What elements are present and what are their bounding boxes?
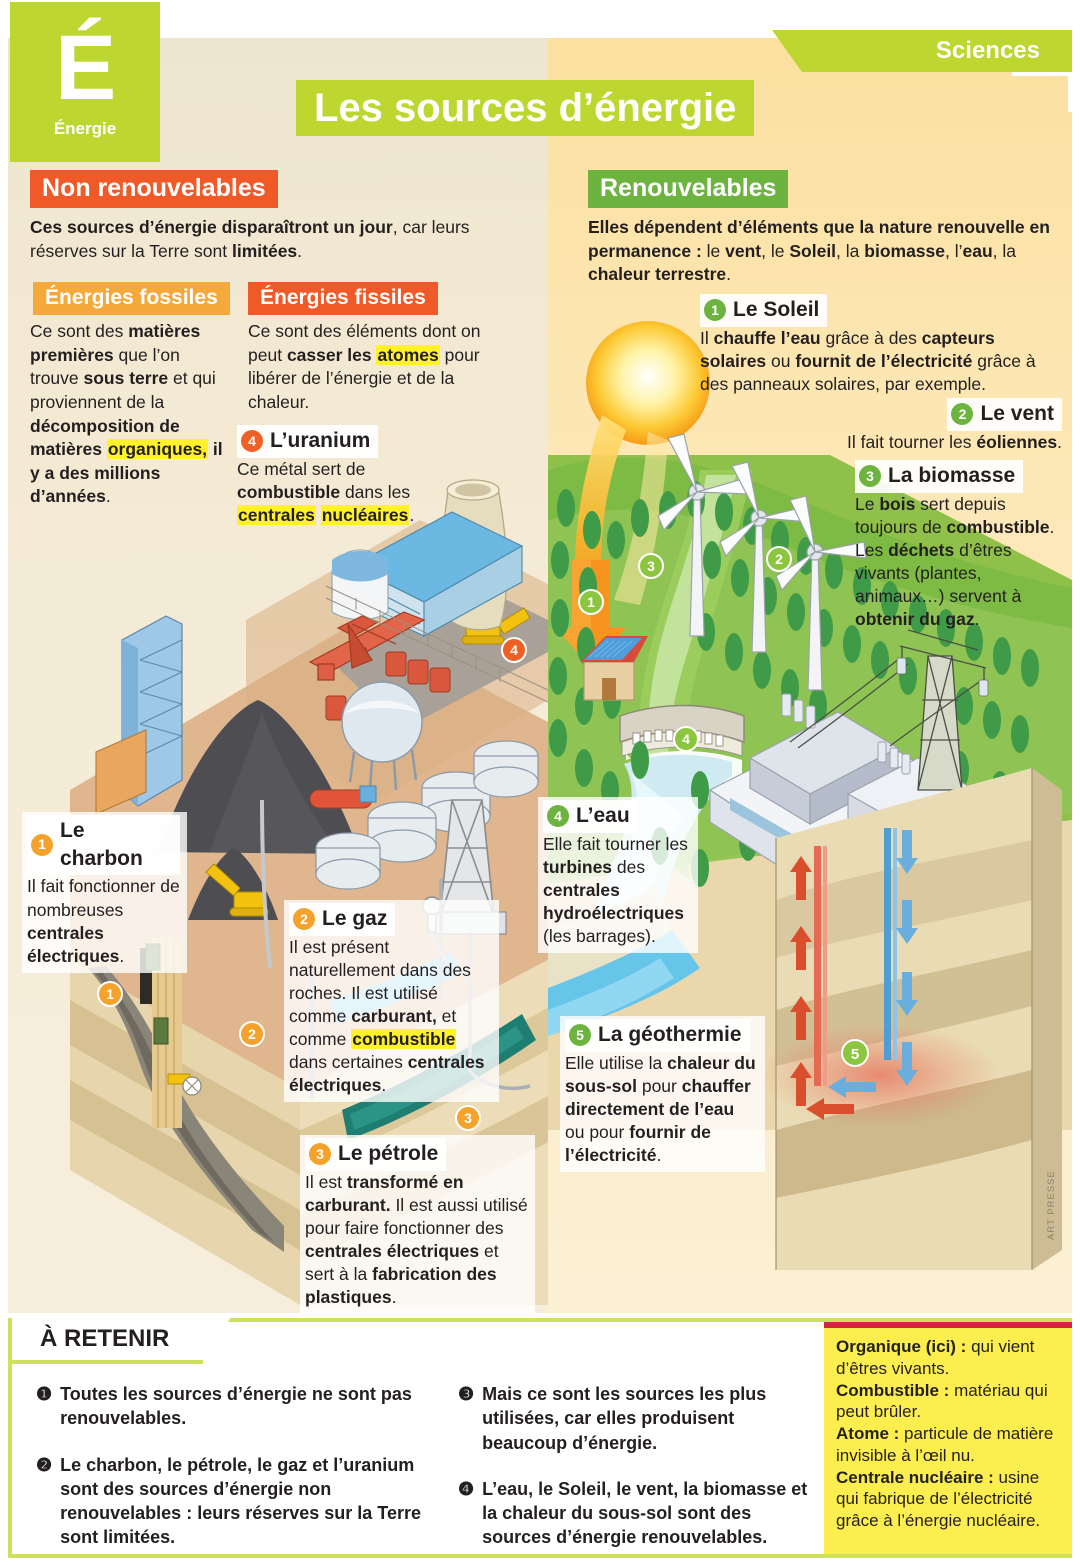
summary-column-2: ❸ Mais ce sont les sources les plus util… <box>442 1374 822 1565</box>
glossary-entry: Organique (ici) : qui vient d’êtres viva… <box>836 1336 1062 1380</box>
section-badge-renewable: Renouvelables <box>588 170 789 208</box>
callout-soleil-body: Il chauffe l’eau grâce à des capteurs so… <box>700 327 1036 394</box>
text-fissiles: Ce sont des éléments dont on peut casser… <box>248 321 481 412</box>
callout-vent-title: 2 Le vent <box>947 398 1062 431</box>
callout-petrole: 3 Le pétrole Il est transformé en carbur… <box>300 1135 535 1315</box>
summary-item-text: Mais ce sont les sources les plus utilis… <box>482 1384 767 1453</box>
subsection-badge-fissiles: Énergies fissiles <box>248 282 438 315</box>
callout-geothermie: 5 La géothermie Elle utilise la chaleur … <box>560 1016 765 1173</box>
section-badge-non-renewable: Non renouvelables <box>30 170 278 208</box>
callout-geothermie-body: Elle utilise la chaleur du sous-sol pour… <box>565 1052 756 1166</box>
callout-petrole-body: Il est transformé en carburant. Il est a… <box>305 1171 528 1308</box>
badge-label-non-renewable: Non renouvelables <box>30 170 278 208</box>
callout-eau-title: 4 L’eau <box>543 800 638 833</box>
callout-vent-title-text: Le vent <box>980 402 1054 425</box>
callout-biomasse-body: Le bois sert depuis toujours de combusti… <box>855 493 1055 630</box>
glossary-term: Organique (ici) : <box>836 1337 967 1356</box>
callout-biomasse-title: 3 La biomasse <box>855 460 1024 493</box>
badge-label-fossiles: Énergies fossiles <box>33 282 230 315</box>
category-tab-sciences: Sciences <box>772 30 1072 72</box>
callout-soleil-number: 1 <box>704 298 726 321</box>
summary-columns: ❶ Toutes les sources d’énergie ne sont p… <box>12 1374 1068 1565</box>
callout-gaz-title: 2 Le gaz <box>289 903 396 936</box>
callout-eau: 4 L’eau Elle fait tourner les turbines d… <box>538 797 698 954</box>
summary-item: ❸ Mais ce sont les sources les plus util… <box>458 1382 808 1455</box>
intro-text-non-renewable: Ces sources d’énergie disparaîtront un j… <box>30 217 470 261</box>
callout-biomasse: 3 La biomasse Le bois sert depuis toujou… <box>855 460 1060 631</box>
callout-gaz-title-text: Le gaz <box>322 907 388 930</box>
callout-gaz-body: Il est présent naturellement dans des ro… <box>289 936 485 1096</box>
text-fossiles: Ce sont des matières premières que l’on … <box>30 321 223 507</box>
callout-vent-body: Il fait tourner les éoliennes. <box>847 431 1062 452</box>
summary-bullet: ❹ <box>458 1478 475 1499</box>
logo-letter: É <box>54 17 116 120</box>
callout-vent-number: 2 <box>951 402 974 425</box>
summary-item-text: Le charbon, le pétrole, le gaz et l’uran… <box>60 1454 422 1548</box>
callout-soleil-title: 1 Le Soleil <box>700 294 828 327</box>
callout-uranium-title-text: L’uranium <box>270 429 371 452</box>
callout-eau-body: Elle fait tourner les turbines des centr… <box>543 833 688 947</box>
corner-decoration <box>1012 72 1072 112</box>
glossary-entry: Centrale nucléaire : usine qui fabrique … <box>836 1467 1062 1532</box>
callout-uranium-body: Ce métal sert de combustible dans les ce… <box>237 458 415 525</box>
callout-geothermie-number: 5 <box>569 1023 591 1046</box>
badge-label-fissiles: Énergies fissiles <box>248 282 438 315</box>
callout-charbon-number: 1 <box>31 833 53 856</box>
glossary-term: Centrale nucléaire : <box>836 1467 994 1487</box>
callout-biomasse-number: 3 <box>859 464 881 487</box>
callout-charbon-title: 1 Le charbon <box>27 815 180 876</box>
callout-uranium-title: 4 L’uranium <box>237 425 379 458</box>
subsection-badge-fossiles: Énergies fossiles <box>33 282 230 315</box>
glossary-definition: particule de matière invisible à l’œil n… <box>836 1424 1054 1465</box>
badge-label-renewable: Renouvelables <box>588 170 789 208</box>
summary-item-text: Toutes les sources d’énergie ne sont pas… <box>60 1384 412 1429</box>
summary-heading: À RETENIR <box>12 1314 234 1364</box>
summary-item-text: L’eau, le Soleil, le vent, la biomasse e… <box>482 1478 808 1548</box>
callout-petrole-number: 3 <box>309 1142 331 1165</box>
intro-text-renewable: Elles dépendent d’éléments que la nature… <box>588 217 1050 285</box>
callout-geothermie-title: 5 La géothermie <box>565 1019 750 1052</box>
glossary-entry: Combustible : matériau qui peut brûler. <box>836 1380 1062 1424</box>
summary-column-1: ❶ Toutes les sources d’énergie ne sont p… <box>12 1374 442 1565</box>
glossary-term: Combustible : <box>836 1380 950 1400</box>
category-tab-label: Sciences <box>935 37 1040 64</box>
credit-art-presse: ART PRESSE <box>1046 1170 1057 1240</box>
callout-geothermie-title-text: La géothermie <box>598 1023 742 1046</box>
logo-word: Énergie <box>53 118 117 138</box>
summary-bullet: ❸ <box>458 1384 475 1404</box>
callout-uranium: 4 L’uranium Ce métal sert de combustible… <box>237 425 422 527</box>
callout-eau-title-text: L’eau <box>576 804 630 827</box>
summary-item: ❷ Le charbon, le pétrole, le gaz et l’ur… <box>36 1453 428 1550</box>
summary-bullet: ❷ <box>36 1454 53 1475</box>
callout-gaz: 2 Le gaz Il est présent naturellement da… <box>284 900 499 1103</box>
callout-charbon: 1 Le charbon Il fait fonctionner de nomb… <box>22 812 187 973</box>
summary-item: ❶ Toutes les sources d’énergie ne sont p… <box>36 1382 428 1431</box>
callout-biomasse-title-text: La biomasse <box>888 464 1016 487</box>
page-title: Les sources d’énergie <box>296 80 755 136</box>
callout-vent: 2 Le vent Il fait tourner les éoliennes. <box>812 398 1062 454</box>
glossary-definition: usine qui fabrique de l’électricité grâc… <box>836 1467 1041 1531</box>
callout-charbon-body: Il fait fonctionner de nombreuses centra… <box>27 876 180 966</box>
callout-soleil-title-text: Le Soleil <box>733 298 820 321</box>
glossary-definition: qui vient d’êtres vivants. <box>836 1337 1035 1378</box>
callout-gaz-number: 2 <box>293 907 315 930</box>
callout-soleil: 1 Le Soleil Il chauffe l’eau grâce à des… <box>700 294 1062 396</box>
callout-eau-number: 4 <box>547 804 569 827</box>
summary-item: ❹ L’eau, le Soleil, le vent, la biomasse… <box>458 1477 808 1550</box>
summary-bullet: ❶ <box>36 1384 53 1404</box>
glossary-entry: Atome : particule de matière invisible à… <box>836 1423 1062 1467</box>
glossary-box: Organique (ici) : qui vient d’êtres viva… <box>824 1322 1072 1554</box>
callout-uranium-number: 4 <box>241 429 263 452</box>
callout-petrole-title: 3 Le pétrole <box>305 1138 447 1171</box>
energy-logo-badge: É Énergie <box>10 2 160 162</box>
callout-petrole-title-text: Le pétrole <box>338 1142 439 1165</box>
glossary-definition: matériau qui peut brûler. <box>836 1380 1048 1422</box>
glossary-term: Atome : <box>836 1424 900 1443</box>
callout-charbon-title-text: Le charbon <box>60 819 143 870</box>
